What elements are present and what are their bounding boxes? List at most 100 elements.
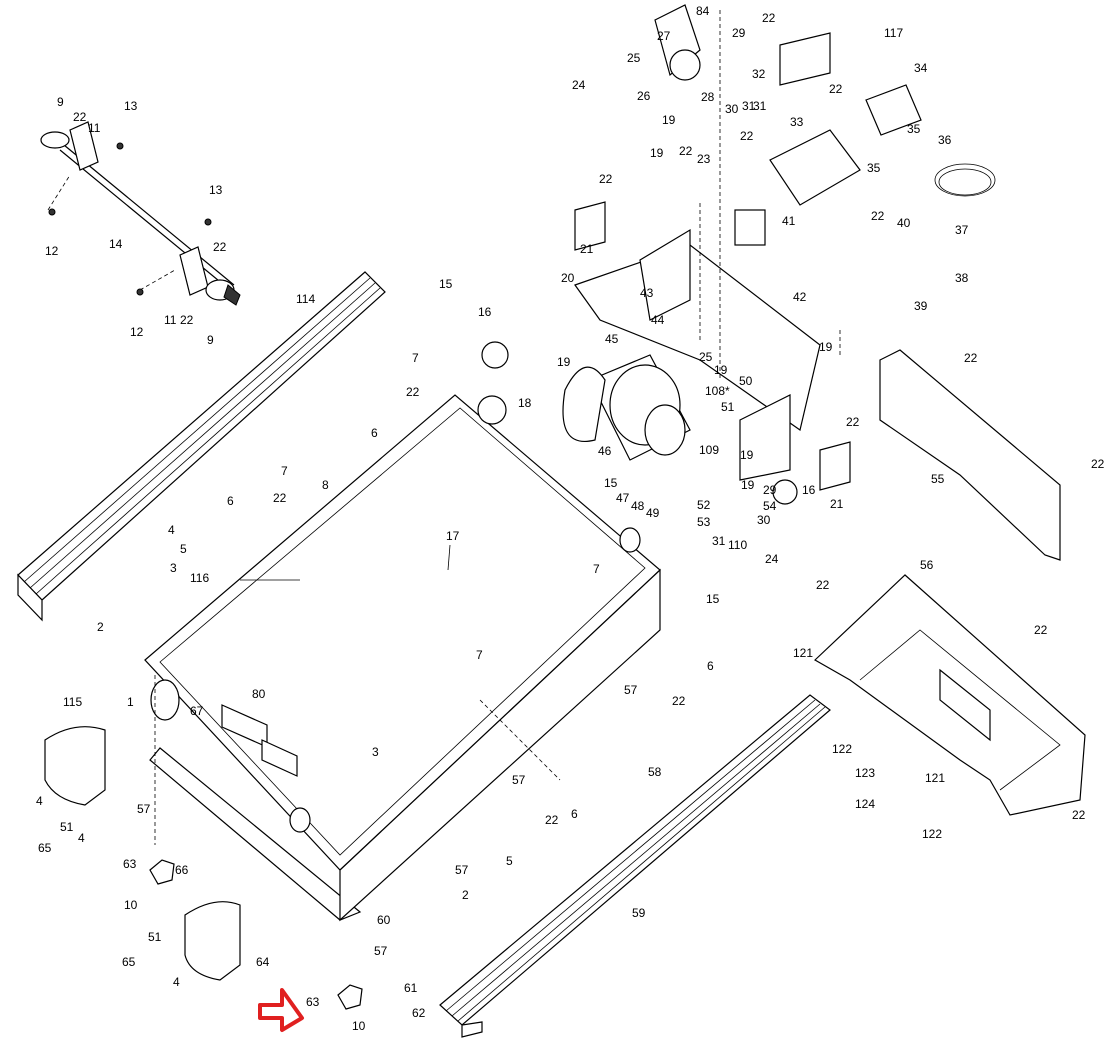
callout-42: 42: [793, 290, 807, 304]
callout-22: 22: [213, 240, 227, 254]
callout-22: 22: [1072, 808, 1086, 822]
callout-21: 21: [830, 497, 844, 511]
callout-46: 46: [598, 444, 612, 458]
callout-22: 22: [964, 351, 978, 365]
callout-27: 27: [657, 29, 671, 43]
callout-19: 19: [650, 146, 664, 160]
callout-32: 32: [752, 67, 766, 81]
electronics: [654, 4, 922, 246]
callout-22: 22: [599, 172, 613, 186]
callout-48: 48: [631, 499, 645, 513]
callout-123: 123: [855, 766, 875, 780]
callout-4: 4: [168, 523, 175, 537]
callout-59: 59: [632, 906, 646, 920]
callout-11: 11: [88, 121, 101, 135]
callout-55: 55: [931, 472, 945, 486]
callout-30: 30: [757, 513, 771, 527]
callout-22: 22: [180, 313, 194, 327]
callout-16: 16: [478, 305, 492, 319]
callout-109: 109: [699, 443, 719, 457]
callout-22: 22: [762, 11, 776, 25]
callout-44: 44: [651, 313, 665, 327]
callout-9: 9: [57, 95, 64, 109]
callout-10: 10: [124, 898, 138, 912]
callout-7: 7: [412, 351, 419, 365]
callout-124: 124: [855, 797, 875, 811]
callout-62: 62: [412, 1006, 426, 1020]
callout-23: 23: [697, 152, 711, 166]
callout-22: 22: [1034, 623, 1048, 637]
callout-35: 35: [867, 161, 881, 175]
callout-63: 63: [123, 857, 137, 871]
upright-frame: [574, 201, 851, 491]
callout-51: 51: [60, 820, 74, 834]
callout-22: 22: [871, 209, 885, 223]
callout-56: 56: [920, 558, 934, 572]
callout-54: 54: [763, 499, 777, 513]
callout-29: 29: [763, 483, 777, 497]
callout-57: 57: [624, 683, 638, 697]
callout-121: 121: [925, 771, 945, 785]
callout-51: 51: [721, 400, 735, 414]
callout-15: 15: [706, 592, 720, 606]
callout-57: 57: [137, 802, 151, 816]
callout-47: 47: [616, 491, 630, 505]
callout-12: 12: [130, 325, 144, 339]
callout-19: 19: [662, 113, 676, 127]
callout-7: 7: [281, 464, 288, 478]
side-rail-right: [439, 694, 831, 1038]
callout-17: 17: [446, 529, 460, 543]
callout-60: 60: [377, 913, 391, 927]
callout-57: 57: [455, 863, 469, 877]
callout-84: 84: [696, 4, 710, 18]
callout-22: 22: [273, 491, 287, 505]
callout-121: 121: [793, 646, 813, 660]
callout-20: 20: [561, 271, 575, 285]
callout-19: 19: [819, 340, 833, 354]
callout-2: 2: [462, 888, 469, 902]
callout-4: 4: [173, 975, 180, 989]
callout-19: 19: [714, 363, 728, 377]
callout-80: 80: [252, 687, 266, 701]
callout-43: 43: [640, 286, 654, 300]
callout-12: 12: [45, 244, 59, 258]
callout-24: 24: [572, 78, 586, 92]
highlight-arrow: [258, 988, 304, 1032]
callout-36: 36: [938, 133, 952, 147]
callout-22: 22: [740, 129, 754, 143]
callout-57: 57: [374, 944, 388, 958]
callout-22: 22: [829, 82, 843, 96]
callout-65: 65: [122, 955, 136, 969]
callout-31: 31: [712, 534, 726, 548]
callout-22: 22: [679, 144, 693, 158]
callout-15: 15: [604, 476, 618, 490]
callout-25: 25: [627, 51, 641, 65]
callout-4: 4: [36, 794, 43, 808]
callout-28: 28: [701, 90, 715, 104]
callout-6: 6: [227, 494, 234, 508]
callout-22: 22: [1091, 457, 1105, 471]
callout-65: 65: [38, 841, 52, 855]
callout-13: 13: [124, 99, 138, 113]
callout-6: 6: [571, 807, 578, 821]
motor-assembly: [477, 341, 798, 505]
callout-9: 9: [207, 333, 214, 347]
callout-122: 122: [832, 742, 852, 756]
treadmill-deck: [144, 394, 661, 922]
callout-45: 45: [605, 332, 619, 346]
side-rail-left: [17, 271, 386, 622]
callout-22: 22: [816, 578, 830, 592]
callout-66: 66: [175, 863, 189, 877]
callout-5: 5: [506, 854, 513, 868]
callout-7: 7: [593, 562, 600, 576]
callout-13: 13: [209, 183, 223, 197]
callout-51: 51: [148, 930, 162, 944]
callout-22: 22: [672, 694, 686, 708]
callout-52: 52: [697, 498, 711, 512]
callout-16: 16: [802, 483, 816, 497]
callout-3: 3: [170, 561, 177, 575]
callout-35: 35: [907, 122, 921, 136]
callout-37: 37: [955, 223, 969, 237]
callout-50: 50: [739, 374, 753, 388]
